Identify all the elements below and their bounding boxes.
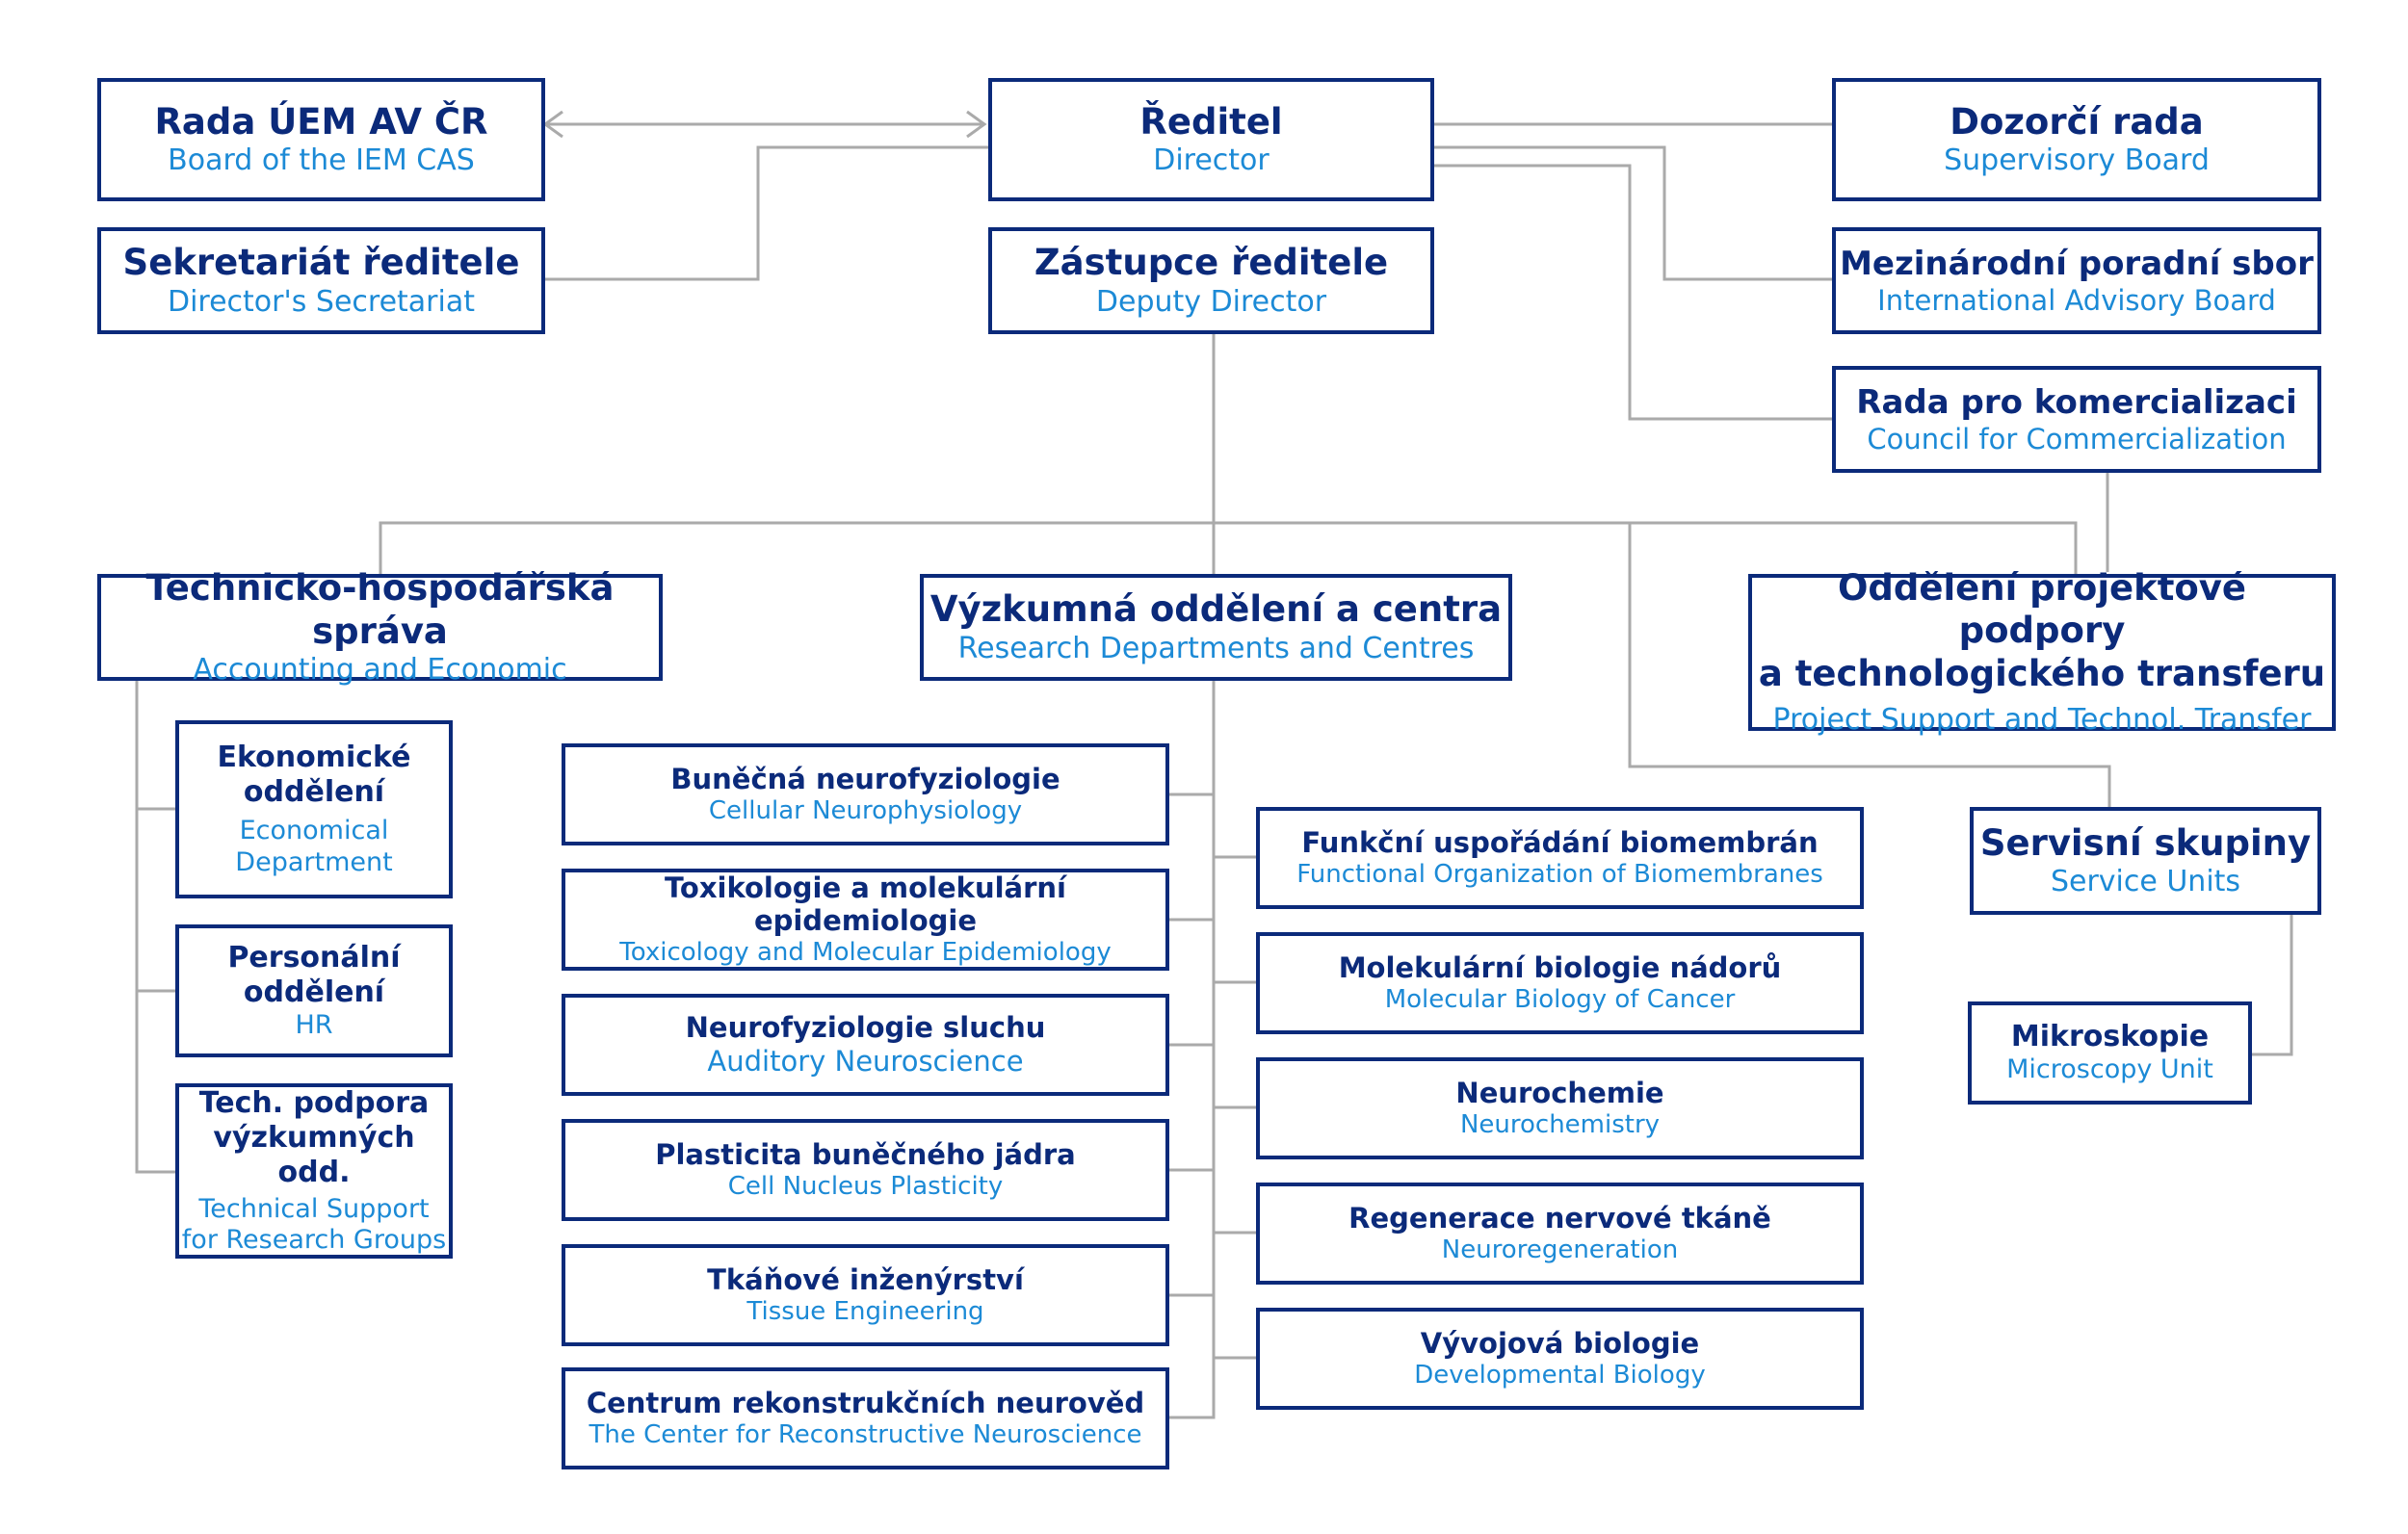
research-subtitle: Research Departments and Centres	[957, 631, 1475, 665]
admin-trunk	[135, 681, 175, 1174]
supervisory-box: Dozorčí rada Supervisory Board	[1832, 78, 2321, 201]
transfer-box: Oddělení projektové podpory a technologi…	[1748, 567, 2336, 737]
dept-title: Neurochemie	[1455, 1077, 1664, 1109]
deputy-subtitle: Deputy Director	[1095, 284, 1327, 319]
director-box: Ředitel Director	[988, 78, 1434, 201]
commercial-title: Rada pro komercializaci	[1856, 382, 2297, 422]
research-dept-right-1: Funkční uspořádání biomembrán Functional…	[1256, 807, 1864, 909]
secretariat-box: Sekretariát ředitele Director's Secretar…	[97, 227, 545, 334]
research-dept-right-4: Regenerace nervové tkáně Neuroregenerati…	[1256, 1183, 1864, 1285]
admin-unit-economic: Ekonomické oddělení Economical Departmen…	[175, 720, 453, 898]
admin-unit-title-1: Personální	[227, 940, 401, 975]
secretariat-subtitle: Director's Secretariat	[167, 284, 475, 319]
advisory-title: Mezinárodní poradní sbor	[1840, 244, 2314, 283]
admin-unit-subtitle-1: Technical Support	[198, 1193, 430, 1224]
dept-title: Plasticita buněčného jádra	[655, 1138, 1076, 1171]
microscopy-title: Mikroskopie	[2010, 1020, 2210, 1054]
board-box: Rada ÚEM AV ČR Board of the IEM CAS	[97, 78, 545, 201]
research-dept-left-2: Toxikologie a molekulární epidemiologie …	[562, 869, 1169, 971]
admin-box: Technicko-hospodářská správa Accounting …	[97, 567, 663, 687]
admin-unit-tech-support: Tech. podpora výzkumných odd. Technical …	[175, 1083, 453, 1259]
transfer-title-line2: a technologického transferu	[1758, 652, 2326, 694]
research-dept-right-2: Molekulární biologie nádorů Molecular Bi…	[1256, 932, 1864, 1034]
secretariat-link	[544, 145, 988, 281]
dept-subtitle: Neuroregeneration	[1441, 1235, 1679, 1264]
research-dept-left-5: Tkáňové inženýrství Tissue Engineering	[562, 1244, 1169, 1346]
microscopy-subtitle: Microscopy Unit	[2006, 1054, 2213, 1085]
dept-title: Toxikologie a molekulární epidemiologie	[664, 871, 1066, 938]
commercial-subtitle: Council for Commercialization	[1867, 422, 2287, 455]
dept-title: Funkční uspořádání biomembrán	[1301, 826, 1819, 859]
dept-subtitle: Tissue Engineering	[746, 1296, 984, 1326]
director-subtitle: Director	[1153, 143, 1269, 178]
admin-title: Technicko-hospodářská správa	[145, 567, 615, 652]
supervisory-title: Dozorčí rada	[1950, 100, 2204, 143]
microscopy-link	[2252, 915, 2293, 1056]
transfer-title-line1: Oddělení projektové podpory	[1837, 566, 2247, 652]
research-trunk	[1167, 681, 1216, 1419]
admin-unit-subtitle-2: Department	[235, 846, 393, 877]
admin-unit-title-1: Ekonomické	[217, 741, 411, 775]
research-dept-left-1: Buněčná neurofyziologie Cellular Neuroph…	[562, 743, 1169, 845]
dept-title: Buněčná neurofyziologie	[670, 763, 1060, 795]
service-box: Servisní skupiny Service Units	[1970, 807, 2321, 915]
research-dept-left-3: Neurofyziologie sluchu Auditory Neurosci…	[562, 994, 1169, 1096]
arrow-left-icon	[542, 110, 563, 139]
admin-unit-hr: Personální oddělení HR	[175, 924, 453, 1057]
dept-title: Vývojová biologie	[1420, 1327, 1700, 1360]
service-branch	[1628, 523, 2111, 807]
dept-title: Centrum rekonstrukčních neurověd	[586, 1387, 1145, 1419]
dept-subtitle: Auditory Neuroscience	[707, 1045, 1024, 1078]
dept-subtitle: Cell Nucleus Plasticity	[727, 1171, 1004, 1201]
dept-subtitle: Toxicology and Molecular Epidemiology	[619, 938, 1112, 968]
advisory-box: Mezinárodní poradní sbor International A…	[1832, 227, 2321, 334]
research-dept-left-4: Plasticita buněčného jádra Cell Nucleus …	[562, 1119, 1169, 1221]
board-subtitle: Board of the IEM CAS	[168, 143, 475, 178]
commercial-box: Rada pro komercializaci Council for Comm…	[1832, 366, 2321, 473]
deputy-box: Zástupce ředitele Deputy Director	[988, 227, 1434, 334]
admin-unit-title-2: oddělení	[243, 775, 385, 810]
commercial-link	[1433, 164, 1832, 421]
research-dept-right-3: Neurochemie Neurochemistry	[1256, 1057, 1864, 1159]
transfer-subtitle: Project Support and Technol. Transfer	[1772, 703, 2312, 738]
research-dept-left-6: Centrum rekonstrukčních neurověd The Cen…	[562, 1367, 1169, 1469]
microscopy-box: Mikroskopie Microscopy Unit	[1968, 1001, 2252, 1105]
secretariat-title: Sekretariát ředitele	[122, 242, 520, 284]
admin-unit-subtitle-1: Economical	[239, 816, 389, 846]
service-subtitle: Service Units	[2050, 865, 2241, 899]
admin-unit-title-2: výzkumných odd.	[213, 1120, 415, 1189]
deputy-title: Zástupce ředitele	[1034, 242, 1389, 284]
service-title: Servisní skupiny	[1979, 821, 2312, 864]
supervisory-subtitle: Supervisory Board	[1944, 143, 2210, 178]
research-dept-right-5: Vývojová biologie Developmental Biology	[1256, 1308, 1864, 1410]
admin-unit-subtitle-2: for Research Groups	[181, 1225, 447, 1255]
director-title: Ředitel	[1139, 100, 1283, 143]
admin-unit-title-1: Tech. podpora	[198, 1085, 430, 1120]
dept-subtitle: Cellular Neurophysiology	[708, 795, 1023, 825]
research-box: Výzkumná oddělení a centra Research Depa…	[920, 574, 1512, 681]
admin-unit-title-2: oddělení	[243, 975, 385, 1009]
advisory-link	[1433, 145, 1832, 281]
research-title: Výzkumná oddělení a centra	[929, 588, 1503, 631]
dept-subtitle: Developmental Biology	[1414, 1360, 1706, 1390]
dept-title: Neurofyziologie sluchu	[685, 1011, 1046, 1045]
dept-subtitle: Functional Organization of Biomembranes	[1296, 859, 1823, 889]
advisory-subtitle: International Advisory Board	[1877, 283, 2276, 317]
dept-subtitle: Molecular Biology of Cancer	[1384, 984, 1736, 1014]
dept-subtitle: Neurochemistry	[1459, 1109, 1661, 1139]
admin-subtitle: Accounting and Economic	[193, 652, 567, 687]
dept-subtitle: The Center for Reconstructive Neuroscien…	[589, 1419, 1142, 1449]
dept-title: Tkáňové inženýrství	[707, 1263, 1024, 1296]
main-branch	[379, 521, 2078, 574]
dept-title: Regenerace nervové tkáně	[1348, 1202, 1771, 1235]
board-title: Rada ÚEM AV ČR	[154, 100, 488, 143]
dept-title: Molekulární biologie nádorů	[1338, 951, 1782, 984]
arrow-right-icon	[966, 110, 987, 139]
admin-unit-subtitle-1: HR	[295, 1009, 333, 1040]
